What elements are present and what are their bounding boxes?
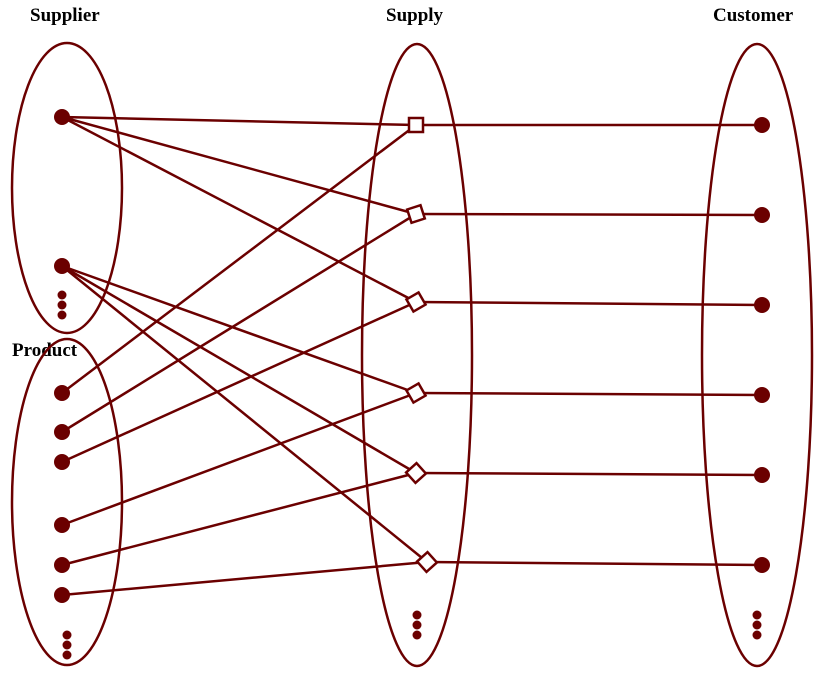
supply-node (404, 461, 428, 485)
edge-supplier-supply (61, 115, 417, 127)
supplier-ellipse (10, 41, 124, 335)
supply-label: Supply (386, 5, 444, 26)
customer-node (754, 117, 770, 133)
edge-supply-customer (415, 471, 763, 477)
product-node (54, 424, 70, 440)
supply-node (404, 290, 428, 314)
supplier-continuation-dot (57, 310, 67, 320)
product-continuation-dot (62, 640, 72, 650)
edge-supply-customer (415, 391, 763, 397)
edge-supply-customer (426, 560, 763, 567)
edge-supplier-supply (61, 115, 417, 304)
supplier-node (54, 109, 70, 125)
customer-continuation-dot (752, 630, 762, 640)
customer-node (754, 467, 770, 483)
supplier-continuation-dot (57, 290, 67, 300)
edge-product-supply (61, 212, 417, 434)
product-node (54, 587, 70, 603)
supply-node (405, 203, 427, 225)
product-continuation-dot (62, 630, 72, 640)
edge-product-supply (61, 471, 417, 567)
customer-node (754, 207, 770, 223)
customer-node (754, 557, 770, 573)
supply-node (407, 116, 425, 134)
supplier-node (54, 258, 70, 274)
customer-ellipse (700, 42, 814, 668)
edge-product-supply (61, 560, 428, 597)
supply-ellipse (360, 42, 474, 668)
edge-product-supply (61, 124, 417, 394)
edge-product-supply (61, 391, 417, 527)
edge-supplier-supply (61, 115, 417, 216)
supply-continuation-dot (412, 620, 422, 630)
edge-supply-customer (415, 212, 763, 217)
supply-node (415, 550, 439, 574)
supply-continuation-dot (412, 630, 422, 640)
customer-label: Customer (713, 5, 794, 26)
customer-node (754, 387, 770, 403)
product-node (54, 557, 70, 573)
product-node (54, 385, 70, 401)
supply-node (404, 381, 428, 405)
edge-supplier-supply (61, 264, 417, 395)
customer-continuation-dot (752, 620, 762, 630)
edge-supplier-supply (61, 264, 417, 475)
product-continuation-dot (62, 650, 72, 660)
product-label: Product (12, 340, 78, 361)
edge-product-supply (61, 300, 417, 464)
supply-continuation-dot (412, 610, 422, 620)
product-node (54, 454, 70, 470)
product-node (54, 517, 70, 533)
supplier-continuation-dot (57, 300, 67, 310)
customer-continuation-dot (752, 610, 762, 620)
customer-node (754, 297, 770, 313)
edge-supplier-supply (61, 265, 428, 563)
edge-supply-customer (415, 300, 763, 307)
supplier-label: Supplier (30, 5, 100, 26)
